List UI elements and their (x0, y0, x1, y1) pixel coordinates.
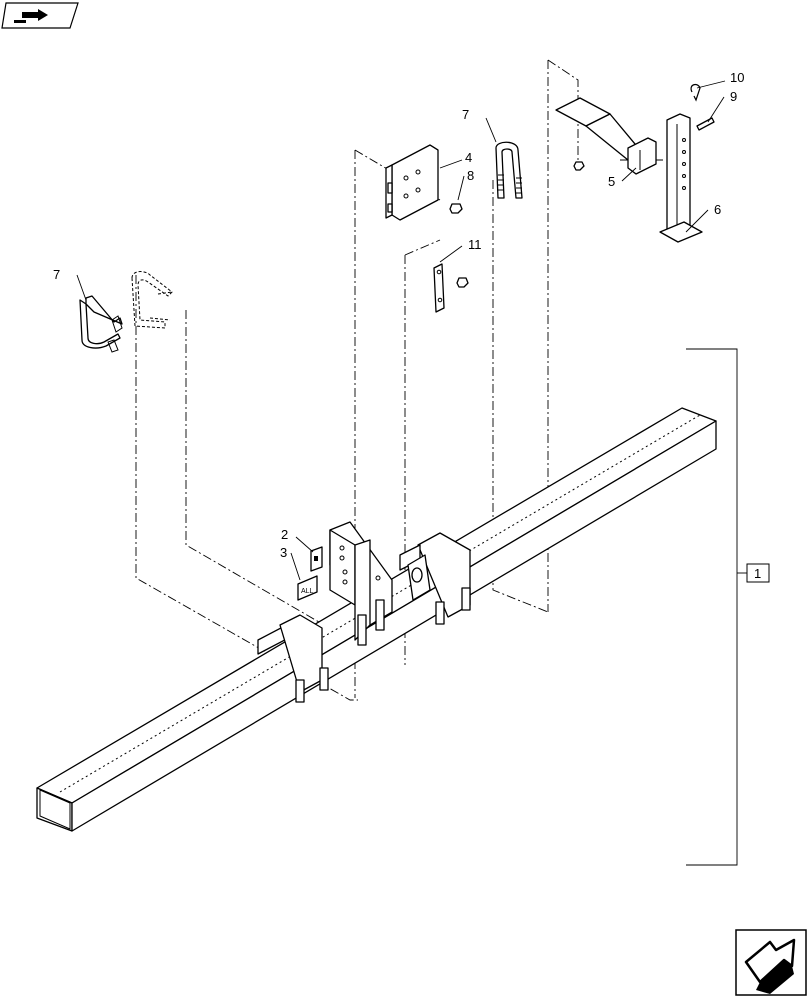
callout-3[interactable]: 3 (280, 545, 287, 560)
nut-item-8[interactable] (449, 203, 463, 214)
u-bolt-item-7-upper[interactable] (495, 141, 523, 199)
callout-1[interactable]: 1 (754, 566, 761, 581)
callout-11[interactable]: 11 (468, 237, 482, 252)
book-pointer-icon[interactable] (1, 2, 79, 29)
stand-arm-item-5[interactable] (555, 97, 657, 175)
callout-10[interactable]: 10 (730, 70, 744, 85)
strap-item-11[interactable] (433, 263, 469, 313)
callout-7-upper[interactable]: 7 (462, 107, 469, 122)
callout-6[interactable]: 6 (714, 202, 721, 217)
pin-item-9[interactable] (696, 117, 715, 131)
decal-item-3[interactable]: ALL (297, 575, 318, 601)
bracket-plate-item-4[interactable] (385, 144, 439, 221)
u-bolt-phantom (131, 271, 173, 329)
callout-4[interactable]: 4 (465, 150, 472, 165)
decal-item-2[interactable] (310, 546, 323, 572)
next-page-arrow-icon[interactable] (735, 929, 807, 996)
hitch-bracket (329, 521, 393, 646)
beam-mount-plates (257, 532, 471, 703)
callout-9[interactable]: 9 (730, 89, 737, 104)
callout-box-1 (746, 563, 770, 583)
callout-2[interactable]: 2 (281, 527, 288, 542)
u-bolt-item-7-left[interactable] (79, 295, 123, 353)
leader-lines (76, 80, 726, 581)
clip-item-10[interactable] (690, 83, 701, 102)
assembly-bracket (686, 348, 747, 866)
callout-7-left[interactable]: 7 (53, 267, 60, 282)
callout-8[interactable]: 8 (467, 168, 474, 183)
svg-text:ALL: ALL (301, 588, 314, 595)
callout-5[interactable]: 5 (608, 174, 615, 189)
